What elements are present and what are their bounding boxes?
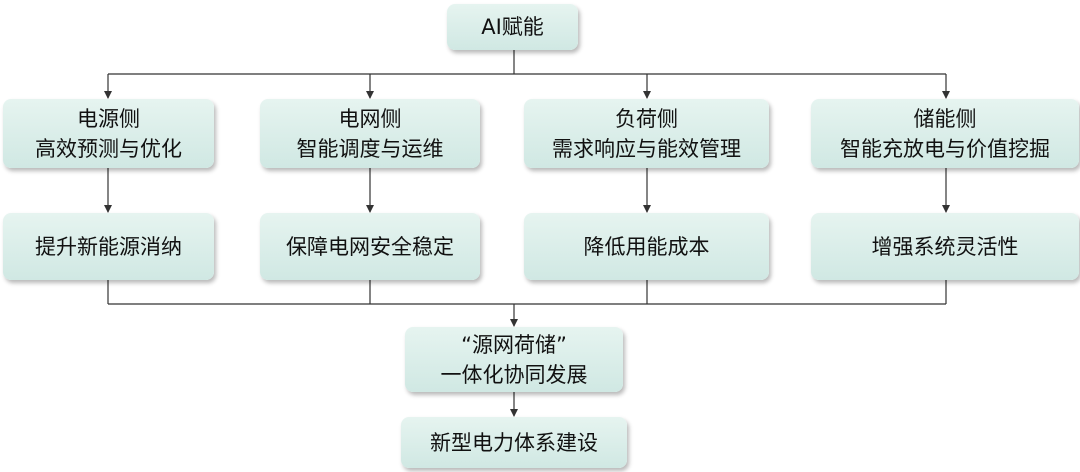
grid-side-subtitle: 智能调度与运维 [296,136,444,161]
goal-label: 新型电力体系建设 [430,430,598,455]
grid-side-title: 电网侧 [338,106,402,131]
integration-line2: 一体化协同发展 [440,362,588,387]
grid-outcome-box: 保障电网安全稳定 [260,213,480,280]
integration-box: “源网荷储” 一体化协同发展 [405,327,623,392]
load-outcome-box: 降低用能成本 [524,213,769,280]
source-side-box: 电源侧 高效预测与优化 [3,99,214,168]
storage-side-subtitle: 智能充放电与价值挖掘 [840,136,1050,161]
load-side-subtitle: 需求响应与能效管理 [552,136,741,161]
source-side-title: 电源侧 [77,106,140,131]
grid-side-box: 电网侧 智能调度与运维 [260,99,480,168]
ai-empowerment-box: AI赋能 [447,4,578,50]
integration-line1: “源网荷储” [461,332,567,357]
load-outcome-label: 降低用能成本 [583,234,710,259]
source-outcome-label: 提升新能源消纳 [35,234,182,259]
goal-box: 新型电力体系建设 [401,417,627,468]
source-side-subtitle: 高效预测与优化 [35,136,182,161]
storage-outcome-box: 增强系统灵活性 [811,213,1079,280]
grid-outcome-label: 保障电网安全稳定 [286,234,454,259]
load-side-title: 负荷侧 [615,106,678,131]
source-outcome-box: 提升新能源消纳 [3,213,214,280]
ai-empowerment-label: AI赋能 [481,15,544,39]
load-side-box: 负荷侧 需求响应与能效管理 [524,99,769,168]
storage-outcome-label: 增强系统灵活性 [871,234,1019,259]
storage-side-title: 储能侧 [913,106,977,131]
storage-side-box: 储能侧 智能充放电与价值挖掘 [811,99,1079,168]
